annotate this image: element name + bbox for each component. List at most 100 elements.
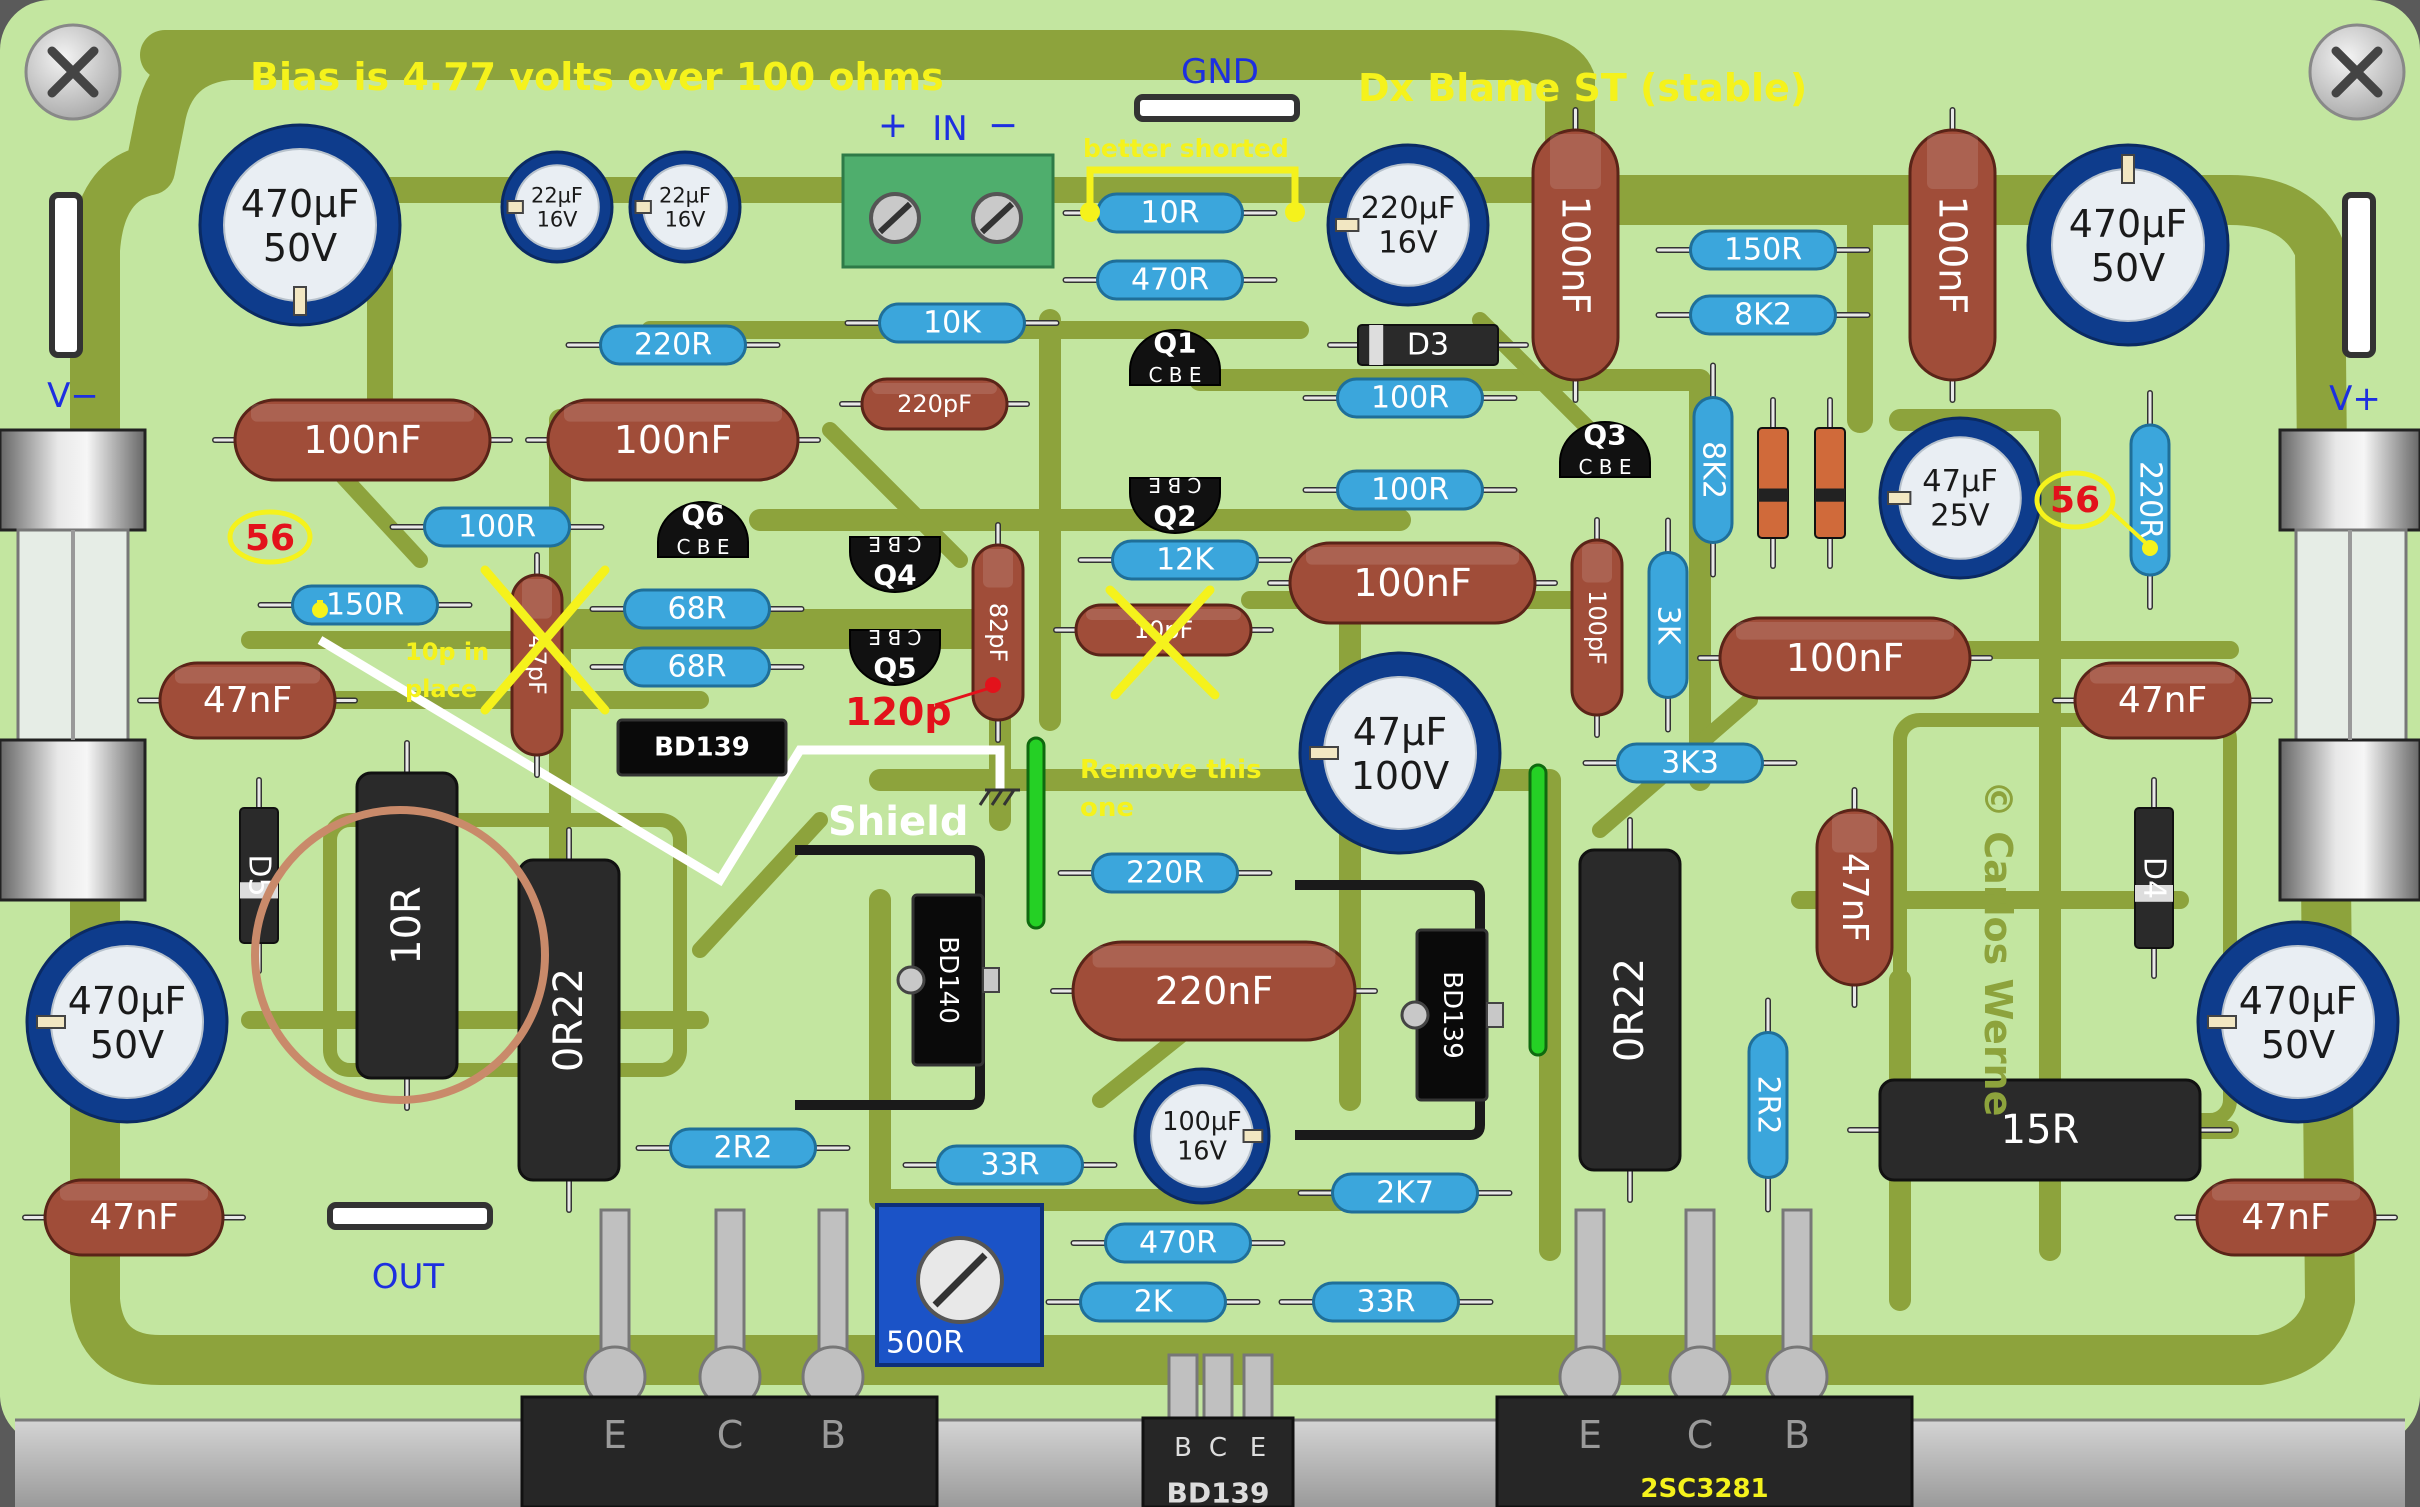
component-label: 3K3 (1661, 746, 1719, 781)
pin-label: B (1174, 1433, 1192, 1463)
highlight-56-right (2034, 470, 2116, 530)
resistor: 470R (1096, 259, 1244, 301)
resistor: 2R2 (669, 1127, 817, 1169)
mounting-screw-right (2308, 23, 2406, 121)
component-label: 470µF (68, 979, 187, 1023)
component-label: 10R (384, 886, 430, 965)
component-label: 100R (458, 510, 536, 545)
component-label: 3K (1651, 606, 1686, 646)
pin-label: E (1250, 1433, 1266, 1463)
film-capacitor: 100nF (233, 398, 492, 482)
component-label: 47µF (1353, 710, 1447, 754)
resistor: 150R (291, 584, 439, 626)
driver-transistor: BD139 (1400, 928, 1504, 1102)
component-label: 100R (1371, 473, 1449, 508)
component-label: 2R2 (713, 1131, 772, 1166)
gnd-label: GND (1181, 52, 1259, 92)
pin-labels: C B E (868, 625, 921, 649)
pin-labels: C B E (1578, 455, 1631, 479)
component-label: 470µF (2239, 979, 2358, 1023)
pin-label: B (820, 1413, 846, 1457)
resistor: 100R (1336, 469, 1484, 511)
driver-transistor: BD140 (896, 893, 1000, 1067)
component-label: 470R (1131, 263, 1209, 298)
fuse-right (2278, 428, 2420, 902)
jumper-wire (1528, 763, 1548, 1057)
out-label: OUT (372, 1257, 445, 1297)
component-label: 47nF (89, 1197, 178, 1238)
component-label: 100R (1371, 381, 1449, 416)
device-label: BD139 (1166, 1477, 1269, 1507)
better-shorted-note: better shorted (1083, 134, 1289, 163)
transistor-to92: C B E Q5 (849, 625, 941, 686)
device-label: 2SC3281 (1640, 1474, 1768, 1504)
gnd-pad (1134, 94, 1300, 122)
transistor-label: Q5 (873, 652, 916, 685)
component-leads (22, 107, 2398, 1305)
out-pad (327, 1202, 493, 1230)
component-label: 220R (634, 328, 712, 363)
component-label: 100nF (614, 418, 732, 462)
marker-line-right (2108, 508, 2150, 547)
component-label: 16V (1378, 226, 1438, 261)
marker-dot-120p (985, 677, 1001, 693)
in-plus-label: + (878, 105, 908, 146)
component-label: 2K7 (1376, 1176, 1434, 1211)
resistor: 150R (1689, 229, 1837, 271)
board-title: Dx Blame ST (stable) (1358, 66, 1807, 110)
component-label: 50V (90, 1023, 164, 1067)
trimpot: 500R (875, 1203, 1044, 1367)
component-label: 16V (1177, 1136, 1227, 1166)
in-label: IN (932, 109, 967, 149)
transistor-to92: Q3 C B E (1559, 419, 1651, 479)
component-label: 150R (326, 588, 404, 623)
component-label: 47nF (1834, 853, 1875, 942)
component-label: 16V (537, 208, 579, 232)
component-label: 100pF (1583, 590, 1611, 665)
resistor: 2K7 (1331, 1172, 1479, 1214)
component-label: 50V (263, 226, 337, 270)
film-capacitor: 220pF (860, 377, 1009, 431)
film-capacitor: 220nF (1071, 940, 1357, 1042)
resistor: 8K2 (1689, 294, 1837, 336)
mounting-screw-left (24, 23, 122, 121)
v-plus-pad (2342, 192, 2376, 358)
film-capacitor: 100nF (1718, 616, 1972, 700)
transistor-label: Q6 (681, 499, 724, 532)
transistor-label: Q3 (1583, 419, 1626, 452)
component-label: 220nF (1155, 969, 1273, 1013)
highlight-56-left (227, 509, 313, 565)
transistor-to92: C B EQ4 (849, 532, 941, 593)
film-capacitor: 82pF (971, 543, 1025, 722)
marker-dot-left (312, 602, 328, 618)
remove-note-line1: Remove this (1080, 755, 1262, 785)
component-label: 220R (1126, 856, 1204, 891)
resistor: 2K (1079, 1281, 1227, 1323)
change-56-left: 56 (245, 518, 295, 559)
component-label: 100V (1351, 754, 1450, 798)
component-label: 47nF (203, 680, 292, 721)
component-label: 22µF (531, 184, 583, 208)
component-label: 500R (886, 1326, 964, 1361)
component-label: 68R (667, 650, 726, 685)
pin-labels: C B E (1148, 473, 1201, 497)
short-bracket (1086, 166, 1299, 210)
pin-labels: C B E (868, 532, 921, 556)
component-label: 2K (1134, 1285, 1174, 1320)
power-resistor: 10R (355, 771, 459, 1080)
resistor: 470R (1104, 1222, 1252, 1264)
pin-label: C (1209, 1433, 1227, 1463)
component-label: 47nF (2241, 1197, 2330, 1238)
fuse-left (0, 428, 147, 902)
